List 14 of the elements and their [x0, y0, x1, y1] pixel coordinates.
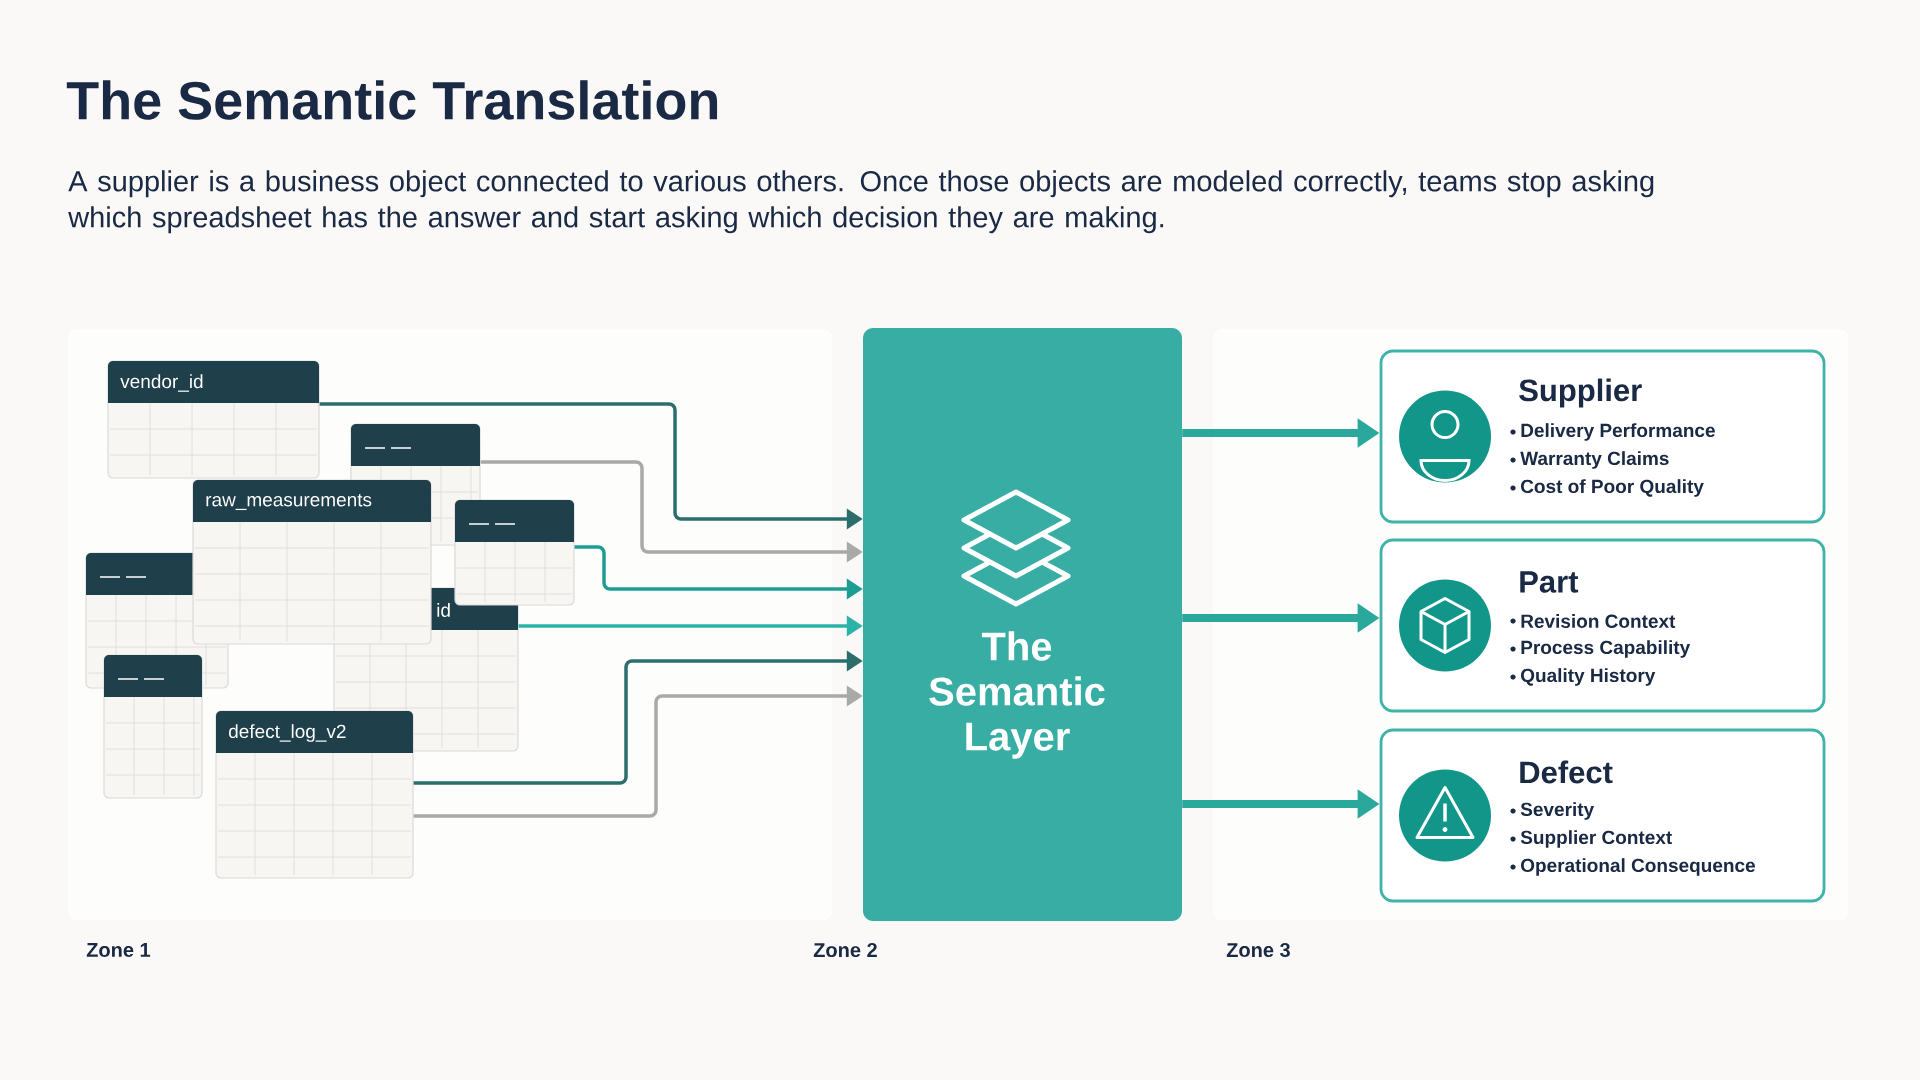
semantic-layer-box: The Semantic Layer — [863, 328, 1182, 921]
table: defect_log_v2 — [215, 710, 414, 879]
table: vendor_id — [107, 360, 320, 479]
table — [454, 499, 575, 606]
zone-label: Zone 1 — [86, 943, 151, 957]
caption: A supplier is a business object connected to various others. Once those objects are modeled correctly, teams stop asking which spreadsheet has the answer and start asking which decision they are making. — [68, 170, 1654, 234]
table — [103, 654, 203, 799]
entity-card: Defect Severity Supplier Context Operational Consequence — [1379, 728, 1826, 903]
zone-label: Zone 3 — [1226, 942, 1290, 958]
entity-card: Supplier Delivery Performance Warranty Claims Cost of Poor Quality — [1379, 349, 1826, 524]
entity-card: Part Revision Context Process Capability Quality History — [1379, 538, 1826, 713]
zone-label: Zone 2 — [813, 942, 877, 958]
table: raw_measurements — [192, 479, 432, 645]
title: The Semantic Translation — [66, 80, 718, 120]
